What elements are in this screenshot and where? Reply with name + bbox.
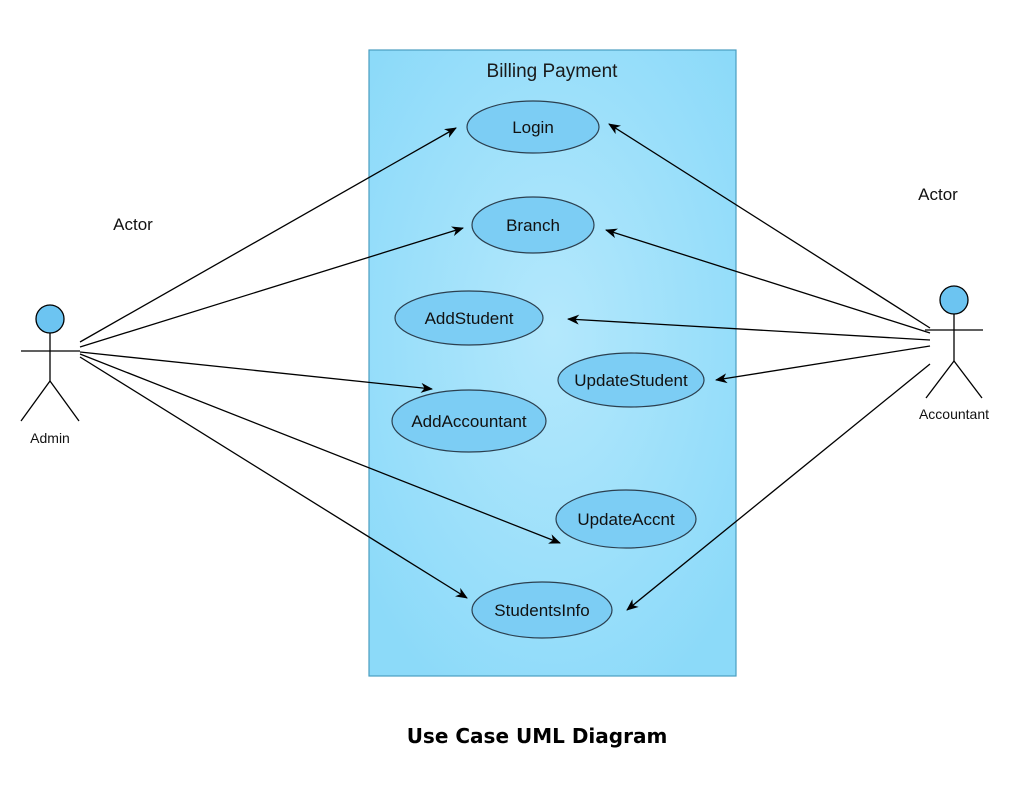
diagram-caption: Use Case UML Diagram	[407, 724, 668, 748]
use-case-branch-shape	[471, 196, 595, 254]
use-case-addaccountant-shape	[391, 389, 547, 453]
use-case-branch[interactable]: Branch	[471, 196, 595, 254]
association-admin-studentsinfo	[79, 356, 468, 599]
association-accountant-login	[608, 123, 931, 329]
use-case-addstudent-label: AddStudent	[425, 309, 514, 328]
accountant-associations	[567, 123, 931, 611]
actor-admin-right-leg	[49, 380, 80, 422]
use-case-updatestudent-shape	[557, 352, 705, 408]
actor-admin-name: Admin	[30, 430, 70, 446]
association-accountant-branch	[605, 228, 931, 334]
use-case-addstudent-shape	[394, 290, 544, 346]
use-case-login-shape	[466, 100, 600, 154]
use-case-studentsinfo-shape	[471, 581, 613, 639]
stick-figure-icon	[20, 304, 80, 422]
system-title: Billing Payment	[487, 61, 619, 82]
association-admin-login	[79, 127, 457, 343]
use-case-updateaccnt-label: UpdateAccnt	[577, 510, 675, 529]
actor-accountant-head	[939, 285, 969, 315]
actor-admin[interactable]: Actor Admin	[20, 215, 153, 446]
use-case-addaccountant-label: AddAccountant	[411, 412, 527, 431]
use-case-updateaccnt[interactable]: UpdateAccnt	[555, 489, 697, 549]
actor-accountant-heading: Actor	[918, 185, 958, 204]
use-case-branch-label: Branch	[506, 216, 560, 235]
association-admin-addaccountant	[79, 351, 433, 393]
association-admin-branch	[79, 226, 464, 348]
actor-admin-head	[35, 304, 65, 334]
use-case-updatestudent-label: UpdateStudent	[574, 371, 688, 390]
use-case-addaccountant[interactable]: AddAccountant	[391, 389, 547, 453]
use-case-login-label: Login	[512, 118, 554, 137]
actor-accountant[interactable]: Actor Accountant	[918, 185, 989, 422]
use-case-studentsinfo-label: StudentsInfo	[494, 601, 589, 620]
actor-admin-left-leg	[20, 380, 51, 422]
actor-accountant-left-leg	[925, 360, 955, 399]
use-case-updateaccnt-shape	[555, 489, 697, 549]
association-accountant-studentsinfo	[626, 363, 931, 611]
admin-associations	[79, 127, 561, 599]
association-accountant-addstudent	[567, 314, 931, 341]
actor-accountant-right-leg	[953, 360, 983, 399]
actor-admin-heading: Actor	[113, 215, 153, 234]
use-case-updatestudent[interactable]: UpdateStudent	[557, 352, 705, 408]
stick-figure-icon	[925, 285, 983, 399]
actor-accountant-name: Accountant	[919, 406, 989, 422]
use-case-addstudent[interactable]: AddStudent	[394, 290, 544, 346]
association-admin-updateaccnt	[79, 353, 561, 544]
association-accountant-updatestudent	[715, 345, 931, 384]
use-case-login[interactable]: Login	[466, 100, 600, 154]
use-case-studentsinfo[interactable]: StudentsInfo	[471, 581, 613, 639]
